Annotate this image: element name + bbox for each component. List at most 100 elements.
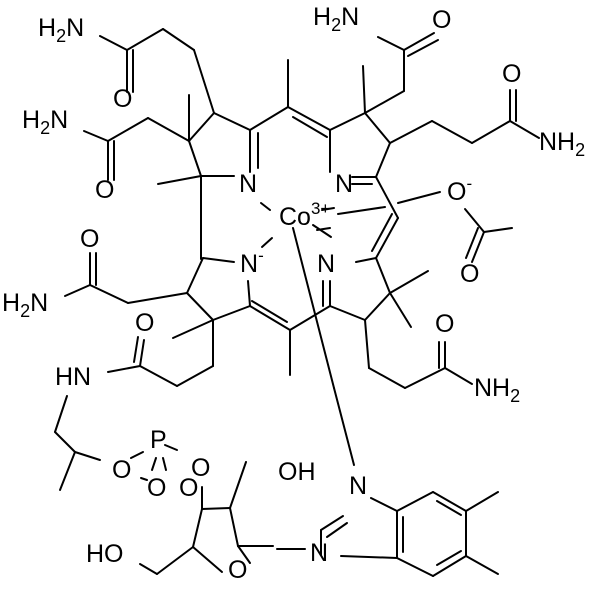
bond-line	[261, 237, 273, 248]
bond-line	[404, 367, 446, 389]
bond-line	[321, 207, 335, 211]
bond-line	[375, 142, 391, 178]
bond-line	[164, 444, 178, 451]
atom-label-p: P	[150, 426, 167, 454]
bond-line	[151, 457, 157, 471]
bond-line	[172, 319, 214, 339]
bond-line	[371, 213, 393, 252]
atom-label-nh2-top-left: H2N	[38, 14, 84, 46]
bond-line	[186, 292, 214, 321]
bond-line	[188, 112, 215, 142]
bond-line	[377, 36, 405, 51]
bond-line	[431, 120, 473, 144]
bond-line	[133, 336, 139, 363]
bond-line	[340, 555, 398, 559]
bond-line	[389, 270, 429, 294]
bond-line	[364, 292, 391, 321]
bond-line	[147, 117, 190, 142]
atom-label-o-lower-left: O	[135, 309, 154, 337]
bond-line	[312, 224, 332, 238]
atom-label-hn: HN	[55, 363, 91, 391]
bond-line	[126, 28, 164, 51]
bond-line	[396, 557, 434, 577]
bond-line	[140, 477, 148, 481]
bond-line	[320, 515, 344, 531]
bond-line	[139, 339, 145, 367]
atom-label-n-ring-a: N	[239, 170, 257, 198]
bond-line	[316, 227, 331, 231]
bond-line	[364, 112, 391, 144]
bond-line	[364, 319, 370, 369]
bond-line	[444, 367, 473, 385]
bond-line	[229, 507, 239, 547]
bond-line	[464, 208, 485, 233]
bond-line	[260, 202, 271, 211]
atom-label-o-mid-left: O	[80, 225, 99, 253]
bond-line	[375, 257, 391, 294]
bond-line	[89, 284, 129, 304]
bond-line	[249, 305, 291, 331]
bond-line	[471, 120, 511, 144]
bond-line	[139, 365, 178, 387]
bond-line	[471, 231, 485, 263]
atom-label-nh2-top-right: H2N	[313, 3, 359, 35]
bond-line	[375, 217, 399, 259]
bond-line	[292, 227, 335, 389]
bond-line	[289, 305, 331, 331]
bond-line	[368, 367, 406, 389]
bond-line	[54, 395, 68, 433]
atom-label-n-imid-bottom: N	[310, 539, 328, 567]
atom-label-n-minus: N-	[240, 246, 264, 278]
bond-line	[162, 28, 195, 51]
bond-line	[74, 451, 101, 461]
bond-line	[465, 227, 479, 259]
bond-line	[397, 191, 441, 204]
bond-line	[436, 550, 462, 566]
bond-line	[389, 120, 433, 144]
bond-line	[162, 457, 167, 471]
bond-line	[127, 292, 188, 304]
bond-line	[107, 365, 141, 373]
bond-line	[396, 491, 434, 512]
bond-line	[436, 500, 462, 516]
atom-label-oh: OH	[278, 458, 316, 486]
atom-label-o-p-left: O	[112, 456, 131, 484]
atom-label-o-p-bottom2: O	[179, 474, 198, 502]
bond-line	[432, 491, 467, 512]
bond-line	[157, 175, 202, 185]
bond-line	[83, 130, 109, 142]
bond-line	[375, 176, 399, 219]
atom-label-o-top-left: O	[113, 85, 132, 113]
bond-line	[509, 120, 540, 139]
bond-line	[156, 546, 194, 575]
bond-line	[403, 32, 435, 51]
bond-line	[329, 305, 366, 321]
bond-line	[337, 206, 386, 215]
bond-line	[202, 257, 235, 263]
bond-line	[362, 65, 366, 114]
bond-line	[59, 451, 76, 491]
bond-line	[355, 257, 377, 263]
atom-label-o-p-bottom1: O	[147, 474, 166, 502]
bond-line	[212, 305, 251, 321]
bond-line	[333, 387, 355, 466]
atom-label-co: Co3+	[279, 199, 330, 231]
atom-label-nh2-right-lower: NH2	[474, 374, 520, 406]
atom-label-o-right-lower: O	[435, 310, 454, 338]
bond-line	[249, 106, 289, 131]
atom-label-o-left: O	[95, 176, 114, 204]
bond-line	[188, 140, 202, 177]
bond-line	[247, 280, 251, 307]
atom-label-o-right: O	[502, 60, 521, 88]
bond-lines	[54, 28, 540, 577]
bond-line	[229, 461, 247, 509]
bond-line	[326, 522, 348, 538]
bond-line	[192, 508, 203, 548]
bond-line	[251, 300, 288, 323]
atom-label-o-acetate: O	[460, 260, 479, 288]
atom-label-o-top-right: O	[432, 6, 451, 34]
atom-label-nh2-right: NH2	[539, 128, 585, 160]
bond-line	[176, 365, 214, 387]
